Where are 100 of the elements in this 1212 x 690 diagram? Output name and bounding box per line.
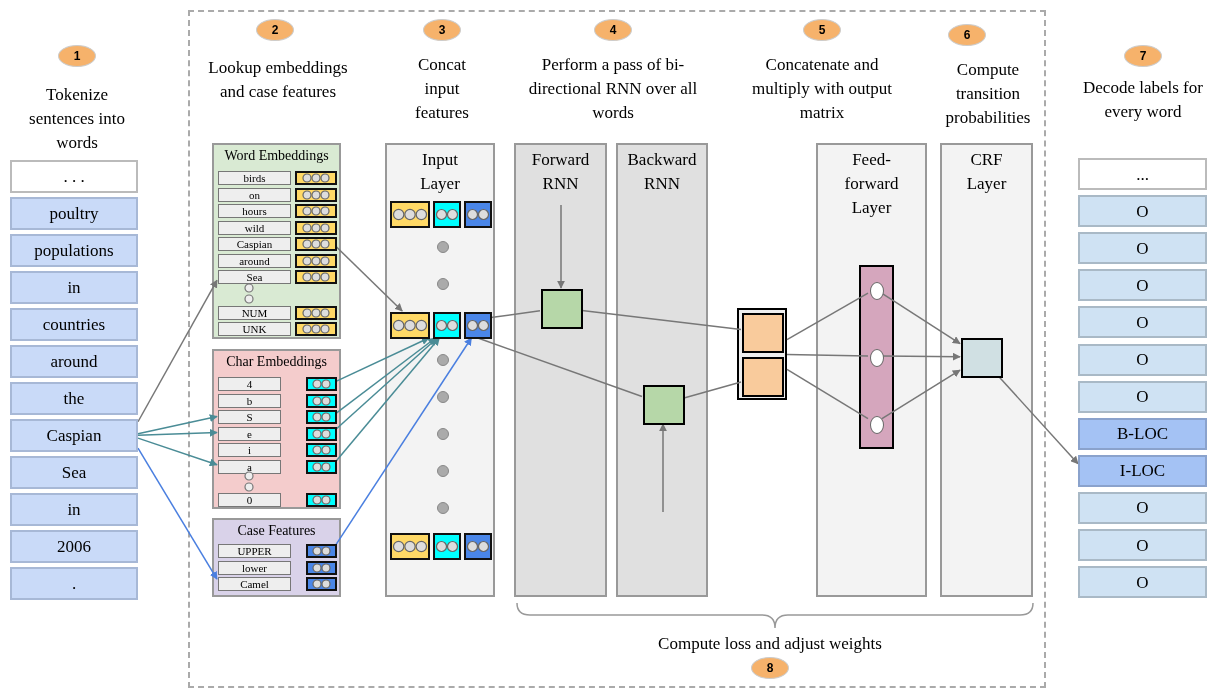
token-cell: in bbox=[10, 271, 138, 304]
step-heading: Compute transition probabilities bbox=[944, 59, 1032, 129]
panel-title: Input Layer bbox=[419, 149, 461, 195]
layer-panel bbox=[514, 143, 607, 597]
arrow bbox=[335, 337, 438, 431]
token-cell: around bbox=[10, 345, 138, 378]
panel-title: Feed-forward Layer bbox=[843, 149, 900, 219]
step-heading: Lookup embeddings and case features bbox=[208, 57, 348, 103]
token-cell: the bbox=[10, 382, 138, 415]
label-cell: I-LOC bbox=[1078, 454, 1207, 487]
step-badge: 5 bbox=[803, 19, 841, 41]
token-cell: UPPER bbox=[218, 544, 291, 558]
panel-title: Char Embeddings bbox=[225, 353, 328, 371]
rnn-cell bbox=[643, 385, 685, 425]
token-cell: lower bbox=[218, 560, 291, 575]
arrow bbox=[335, 337, 441, 462]
panel-title: Case Features bbox=[236, 522, 317, 540]
layer-panel bbox=[385, 143, 495, 597]
token-cell: in bbox=[10, 493, 138, 526]
concat-box bbox=[737, 308, 787, 400]
token-cell: hours bbox=[218, 204, 291, 218]
label-cell: B-LOC bbox=[1078, 417, 1207, 450]
token-cell: wild bbox=[218, 220, 291, 235]
label-cell: O bbox=[1078, 343, 1207, 376]
arrow bbox=[137, 447, 218, 580]
token-cell: Caspian bbox=[10, 419, 138, 452]
token-cell: NUM bbox=[218, 306, 291, 320]
layer-panel bbox=[616, 143, 708, 597]
step-badge: 3 bbox=[423, 19, 461, 41]
neuron-circle bbox=[870, 349, 884, 367]
step-heading: Compute loss and adjust weights bbox=[658, 633, 882, 655]
token-cell: poultry bbox=[10, 197, 138, 230]
panel-title: Forward RNN bbox=[530, 149, 591, 195]
output-cell bbox=[742, 357, 784, 397]
panel-title: Backward RNN bbox=[626, 149, 698, 195]
connector-line bbox=[786, 368, 869, 420]
step-heading: Concat input features bbox=[414, 54, 470, 124]
layer-panel bbox=[212, 518, 341, 597]
token-cell: 0 bbox=[218, 493, 281, 507]
step-heading: Perform a pass of bi-directional RNN over all words bbox=[527, 54, 699, 124]
arrow bbox=[137, 428, 218, 437]
layer-panel bbox=[940, 143, 1033, 597]
crf-cell bbox=[961, 338, 1003, 378]
arrow bbox=[881, 369, 961, 420]
label-cell: O bbox=[1078, 306, 1207, 339]
step-badge: 6 bbox=[948, 24, 986, 46]
token-cell: . bbox=[10, 567, 138, 600]
arrow bbox=[881, 292, 961, 345]
token-cell: a bbox=[218, 459, 281, 474]
label-cell: O bbox=[1078, 566, 1207, 599]
connector-line bbox=[786, 353, 869, 357]
layer-panel bbox=[212, 143, 341, 339]
step-badge: 2 bbox=[256, 19, 294, 41]
label-cell: ... bbox=[1078, 158, 1207, 190]
token-cell: on bbox=[218, 187, 291, 202]
token-cell: populations bbox=[10, 234, 138, 267]
arrow bbox=[335, 337, 430, 383]
arrow bbox=[881, 352, 961, 361]
token-cell: i bbox=[218, 443, 281, 457]
arrow bbox=[137, 279, 218, 423]
token-cell: e bbox=[218, 426, 281, 441]
connector-line bbox=[490, 310, 541, 319]
token-cell: . . . bbox=[10, 160, 138, 193]
token-cell: 2006 bbox=[10, 530, 138, 563]
token-cell: countries bbox=[10, 308, 138, 341]
label-cell: O bbox=[1078, 269, 1207, 302]
layer-bar bbox=[859, 265, 894, 449]
panel-title: CRF Layer bbox=[965, 149, 1008, 195]
layer-panel bbox=[212, 349, 341, 509]
token-cell: birds bbox=[218, 171, 291, 185]
step-badge: 4 bbox=[594, 19, 632, 41]
token-cell: Sea bbox=[10, 456, 138, 489]
connector-line bbox=[786, 292, 869, 341]
panel-title: Word Embeddings bbox=[223, 147, 330, 165]
arrow bbox=[335, 337, 473, 546]
connector-line bbox=[477, 337, 643, 398]
step-badge: 8 bbox=[751, 657, 789, 679]
arrow bbox=[998, 376, 1079, 465]
step-badge: 7 bbox=[1124, 45, 1162, 67]
token-cell: around bbox=[218, 253, 291, 268]
arrow bbox=[137, 414, 218, 435]
output-cell bbox=[742, 313, 784, 353]
label-cell: O bbox=[1078, 232, 1207, 265]
neuron-circle bbox=[870, 282, 884, 300]
arrow bbox=[335, 245, 403, 312]
token-cell: Sea bbox=[218, 270, 291, 284]
step-heading: Decode labels for every word bbox=[1082, 77, 1204, 123]
label-cell: O bbox=[1078, 529, 1207, 561]
label-cell: O bbox=[1078, 491, 1207, 524]
label-cell: O bbox=[1078, 195, 1207, 228]
token-cell: 4 bbox=[218, 377, 281, 391]
step-badge: 1 bbox=[58, 45, 96, 67]
arrow bbox=[659, 423, 667, 513]
token-cell: Caspian bbox=[218, 237, 291, 251]
connector-line bbox=[683, 381, 742, 399]
token-cell: S bbox=[218, 410, 281, 424]
token-cell: b bbox=[218, 393, 281, 408]
rnn-cell bbox=[541, 289, 583, 329]
neuron-circle bbox=[870, 416, 884, 434]
connector-line bbox=[581, 309, 742, 331]
